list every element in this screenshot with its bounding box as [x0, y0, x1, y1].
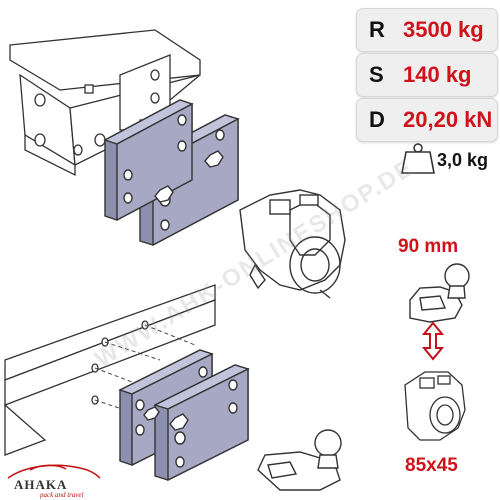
spec-value: 140 kg: [403, 62, 472, 87]
spec-badge-s: S 140 kg: [356, 53, 498, 97]
spec-value: 3500 kg: [403, 17, 484, 42]
bottom-mounting-plates: [118, 349, 250, 482]
spec-letter: R: [369, 17, 385, 42]
spec-letter: D: [369, 107, 385, 132]
spec-badge-r: R 3500 kg: [356, 8, 498, 52]
weight-icon: [401, 143, 435, 174]
bottom-chassis-frame: [4, 284, 216, 456]
pintle-coupling: [239, 189, 346, 299]
bolt-guide-lines: [94, 324, 196, 416]
ball-size-label: 90 mm: [398, 236, 459, 257]
small-pintle-coupling: [404, 371, 466, 441]
brand-car-logo: [7, 464, 101, 479]
top-mounting-plates: [103, 99, 240, 247]
plate-size-label: 85x45: [405, 455, 458, 476]
brand-tagline: pack and travel: [40, 491, 84, 499]
small-tow-ball: [409, 263, 470, 323]
weight-value: 3,0 kg: [437, 150, 489, 170]
brand-name: AHAKA: [14, 477, 68, 492]
top-chassis-frame: [9, 29, 201, 177]
double-arrow: [421, 321, 445, 361]
spec-value: 20,20 kN: [403, 107, 493, 132]
spec-letter: S: [369, 62, 384, 87]
bottom-tow-ball: [257, 429, 342, 491]
spec-badge-d: D 20,20 kN: [356, 98, 498, 142]
